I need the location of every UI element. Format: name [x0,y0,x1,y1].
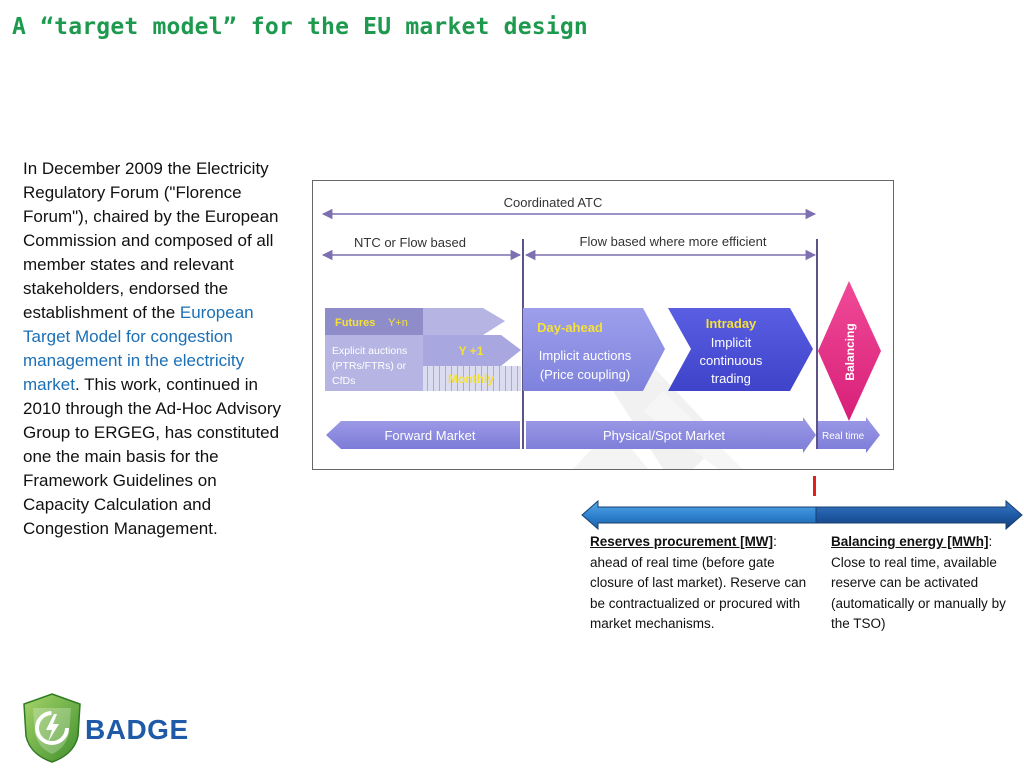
spot-market-arrow [526,417,816,453]
futures-block [325,308,423,335]
reserves-balancing-timeline [581,500,1023,530]
futures-arrow-body [423,308,483,335]
intraday-line-3: trading [711,371,751,386]
target-model-diagram: Coordinated ATC NTC or Flow based Flow b… [312,180,894,470]
reserves-heading: Reserves procurement [MW] [590,534,774,549]
balancing-label: Balancing [843,323,857,380]
balancing-note: Balancing energy [MWh]: Close to real ti… [831,532,1016,635]
day-ahead-line-2: (Price coupling) [540,367,630,382]
ntc-label: NTC or Flow based [354,235,466,250]
reserves-body: : ahead of real time (before gate closur… [590,534,807,631]
badge-logo-text: BADGE [85,714,189,745]
day-ahead-line-1: Implicit auctions [539,348,632,363]
target-model-link[interactable]: European Target Model for congestion man… [23,303,254,394]
slide-title: A “target model” for the EU market desig… [12,14,588,40]
explicit-auctions-block [325,335,423,391]
real-time-label: Real time [822,431,865,442]
explicit-line-2: (PTRs/FTRs) or [332,360,407,372]
forward-market-arrow [326,421,520,449]
real-time-arrow [818,417,880,453]
balancing-body: : Close to real time, available reserve … [831,534,1006,631]
intraday-line-1: Implicit [711,335,752,350]
balancing-heading: Balancing energy [MWh] [831,534,989,549]
day-ahead-title: Day-ahead [537,320,603,335]
badge-shield-logo [23,693,81,763]
intraday-chevron [668,308,813,391]
intro-text-start: In December 2009 the Electricity Regulat… [23,159,279,322]
intraday-title: Intraday [706,316,757,331]
forward-market-label: Forward Market [384,428,475,443]
explicit-line-1: Explicit auctions [332,345,407,357]
monthly-block [423,366,521,391]
real-time-marker [813,476,816,496]
intraday-line-2: continuous [700,353,763,368]
flow-based-label: Flow based where more efficient [580,234,767,249]
y1-block [423,335,501,366]
y1-label: Y +1 [459,344,484,358]
balancing-diamond [818,281,881,421]
intro-text-end: . This work, continued in 2010 through t… [23,375,281,538]
futures-arrow-head [483,308,505,335]
intro-paragraph: In December 2009 the Electricity Regulat… [23,157,285,541]
target-model-diagram-svg: Coordinated ATC NTC or Flow based Flow b… [321,195,881,469]
coordinated-atc-label: Coordinated ATC [504,195,603,210]
day-ahead-chevron [523,308,665,391]
spot-market-label: Physical/Spot Market [603,428,725,443]
balancing-segment [815,500,1023,530]
monthly-label: Monthly [448,372,494,386]
y1-arrow-head [501,335,521,366]
futures-horizon: Y+n [388,317,408,329]
reserves-note: Reserves procurement [MW]: ahead of real… [590,532,815,635]
reserves-segment [581,500,817,530]
explicit-line-3: CfDs [332,375,355,387]
futures-label: Futures [335,317,375,329]
